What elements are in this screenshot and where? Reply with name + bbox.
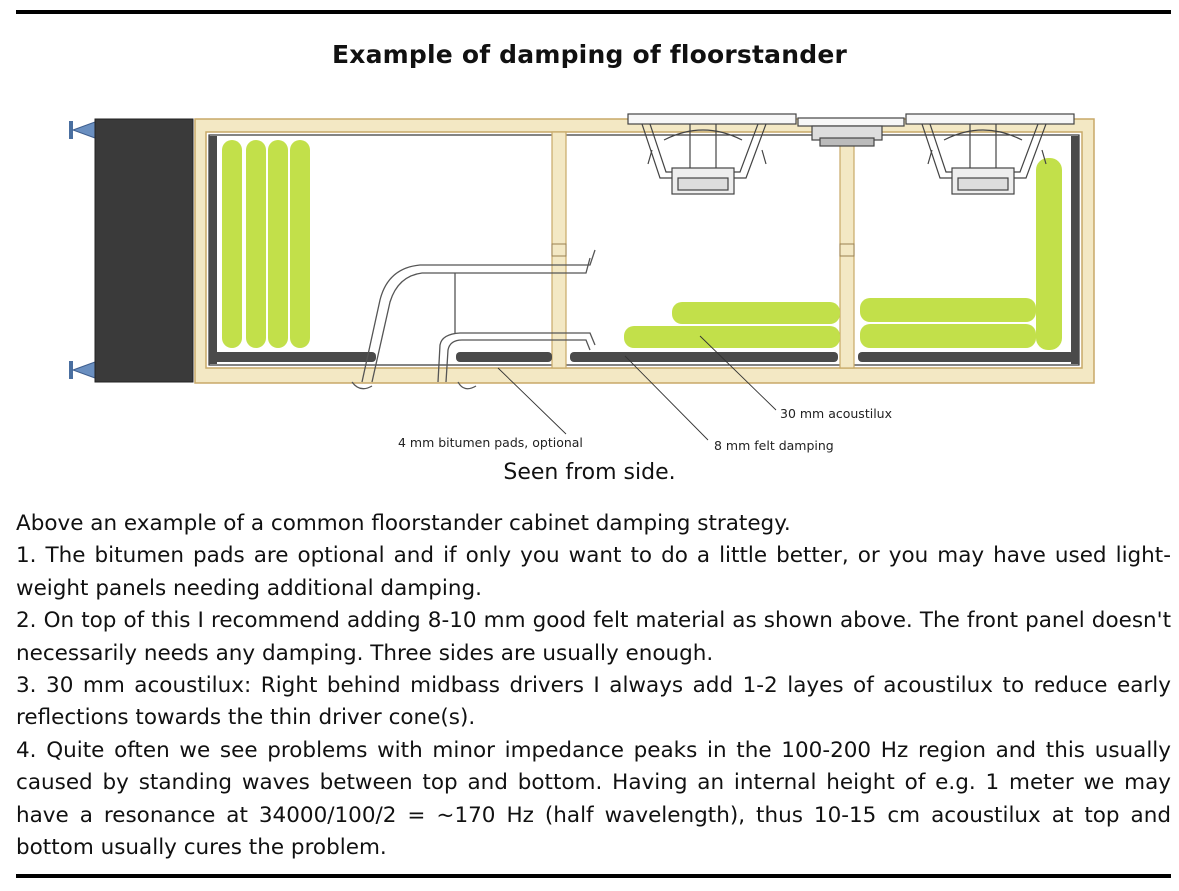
point-4-paragraph: 4. Quite often we see problems with mino… (16, 737, 1171, 861)
spike-top (69, 121, 96, 139)
spike-bottom (69, 361, 96, 379)
cabinet-diagram: 30 mm acoustilux 4 mm bitumen pads, opti… (69, 113, 1095, 453)
point-1-paragraph: 1. The bitumen pads are optional and if … (16, 543, 1171, 601)
acoustilux-label: 30 mm acoustilux (780, 406, 892, 421)
internal-braces (551, 131, 855, 369)
page-title: Example of damping of floorstander (331, 40, 848, 69)
bottom-rule (16, 874, 1171, 878)
top-rule (16, 10, 1171, 14)
felt-label: 8 mm felt damping (714, 438, 834, 453)
diagram-caption: Seen from side. (503, 460, 676, 485)
acoustilux-pads (222, 140, 1062, 350)
intro-paragraph: Above an example of a common floorstande… (16, 511, 791, 536)
midbass-driver-right (905, 113, 1075, 195)
midbass-driver-left (627, 113, 797, 195)
tweeter (797, 117, 905, 147)
leader-lines (497, 335, 777, 441)
point-3-paragraph: 3. 30 mm acoustilux: Right behind midbas… (16, 673, 1171, 731)
bitumen-label: 4 mm bitumen pads, optional (398, 435, 583, 450)
plinth-panel (94, 118, 194, 383)
bass-reflex-port (351, 249, 596, 390)
point-2-paragraph: 2. On top of this I recommend adding 8-1… (16, 608, 1171, 666)
felt-damping (209, 136, 1079, 364)
explanation-text: Above an example of a common floorstande… (16, 508, 1171, 864)
